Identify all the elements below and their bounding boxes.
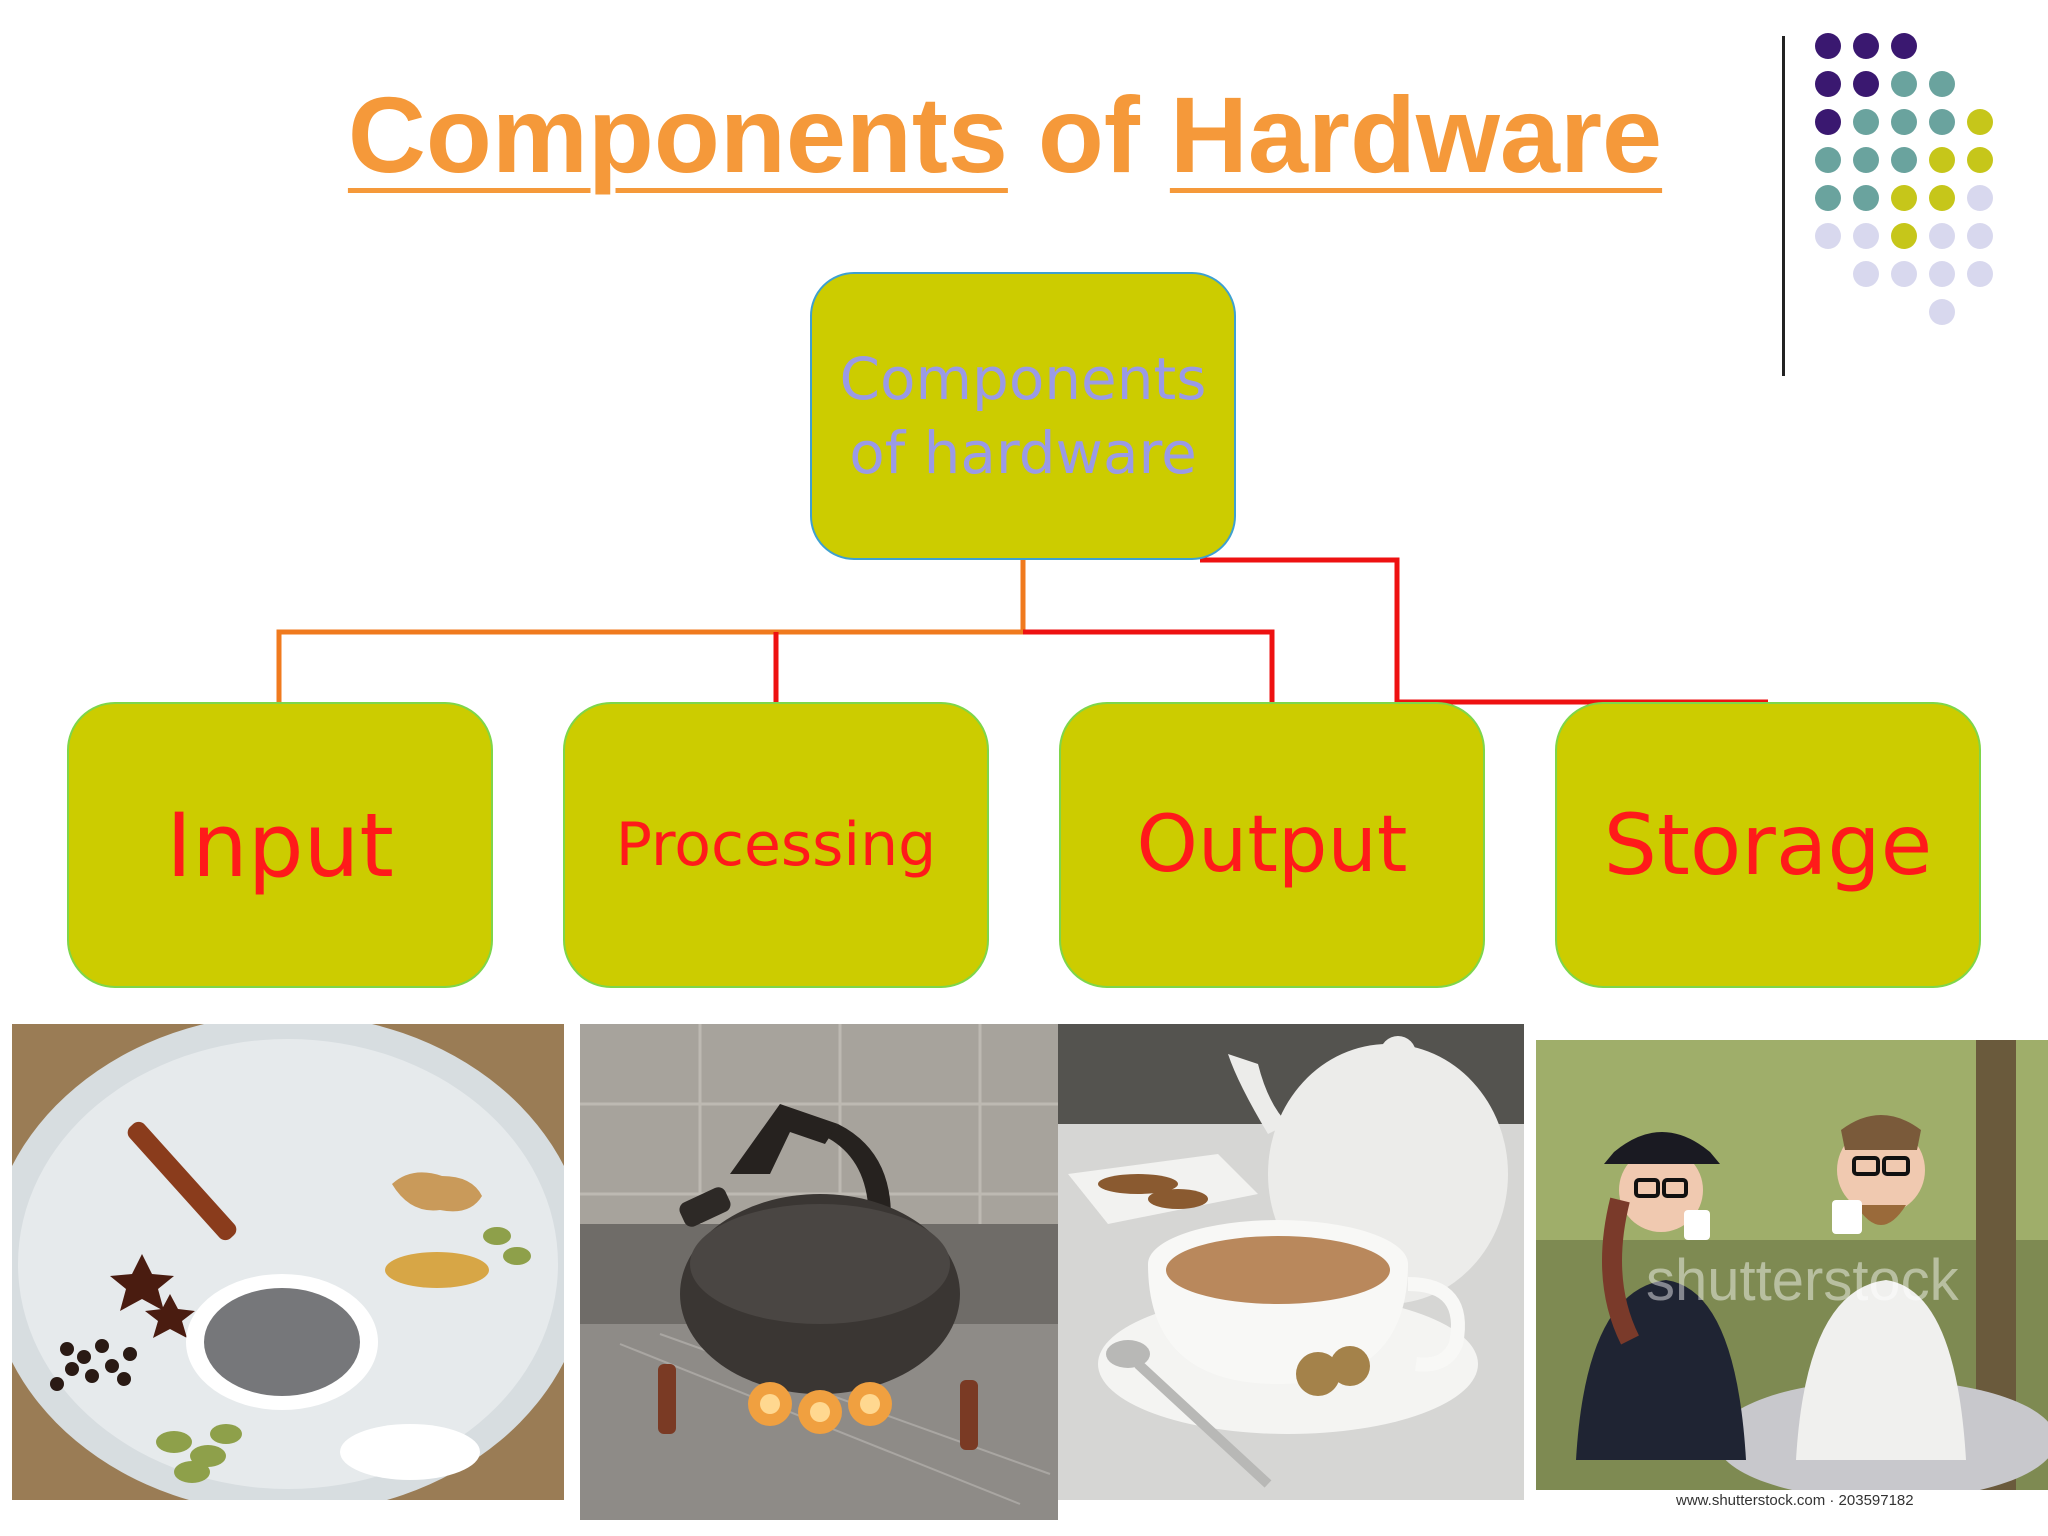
decorative-divider	[1782, 36, 1785, 376]
decorative-dot	[1853, 33, 1879, 59]
decorative-dot	[1891, 223, 1917, 249]
decorative-dot	[1891, 33, 1917, 59]
decorative-dot	[1891, 109, 1917, 135]
decorative-dot	[1929, 185, 1955, 211]
decorative-dot	[1853, 223, 1879, 249]
decorative-dot	[1815, 223, 1841, 249]
decorative-dot	[1929, 71, 1955, 97]
connector-root-to-input	[276, 560, 1026, 702]
node-storage: Storage	[1555, 702, 1981, 988]
photo-cup-of-tea	[1058, 1024, 1524, 1500]
decorative-dot-grid	[1815, 33, 1993, 325]
title-word-components: Components	[347, 74, 1008, 195]
decorative-dot	[1929, 147, 1955, 173]
decorative-dot	[1891, 147, 1917, 173]
slide-title: Components of Hardware	[0, 72, 2010, 197]
title-word-of: of	[1037, 74, 1140, 195]
decorative-dot	[1929, 223, 1955, 249]
title-word-hardware: Hardware	[1169, 74, 1663, 195]
decorative-dot	[1815, 71, 1841, 97]
photo-kettle-on-stove	[580, 1024, 1058, 1520]
decorative-dot	[1891, 261, 1917, 287]
decorative-dot	[1929, 299, 1955, 325]
decorative-dot	[1967, 147, 1993, 173]
decorative-dot	[1815, 147, 1841, 173]
decorative-dot	[1853, 109, 1879, 135]
node-input-label: Input	[166, 793, 394, 897]
root-node-label: Components of hardware	[839, 345, 1207, 487]
decorative-dot	[1815, 33, 1841, 59]
decorative-dot	[1967, 223, 1993, 249]
stock-watermark: shutterstock	[1646, 1248, 1960, 1313]
tea-cup-image	[1058, 1024, 1524, 1500]
node-storage-label: Storage	[1603, 796, 1933, 894]
decorative-dot	[1967, 261, 1993, 287]
stock-credit: www.shutterstock.com · 203597182	[1676, 1492, 1914, 1509]
people-image: shutterstock	[1536, 1040, 2048, 1490]
decorative-dot	[1929, 261, 1955, 287]
decorative-dot	[1815, 185, 1841, 211]
node-output: Output	[1059, 702, 1485, 988]
connector-root-to-storage	[1200, 557, 1768, 705]
connector-root-to-output	[1023, 629, 1275, 702]
kettle-image	[580, 1024, 1058, 1520]
decorative-dot	[1815, 109, 1841, 135]
decorative-dot	[1853, 71, 1879, 97]
photo-tea-ingredients	[12, 1024, 564, 1500]
photo-people-drinking-tea: shutterstock www.shutterstock.com · 2035…	[1536, 1040, 2048, 1520]
node-output-label: Output	[1136, 800, 1408, 890]
node-processing: Processing	[563, 702, 989, 988]
decorative-dot	[1967, 109, 1993, 135]
node-processing-label: Processing	[615, 810, 937, 880]
decorative-dot	[1929, 109, 1955, 135]
decorative-dot	[1891, 71, 1917, 97]
decorative-dot	[1853, 185, 1879, 211]
decorative-dot	[1853, 147, 1879, 173]
ingredients-image	[12, 1024, 564, 1500]
node-input: Input	[67, 702, 493, 988]
decorative-dot	[1967, 185, 1993, 211]
decorative-dot	[1853, 261, 1879, 287]
root-node: Components of hardware	[810, 272, 1236, 560]
decorative-dot	[1891, 185, 1917, 211]
